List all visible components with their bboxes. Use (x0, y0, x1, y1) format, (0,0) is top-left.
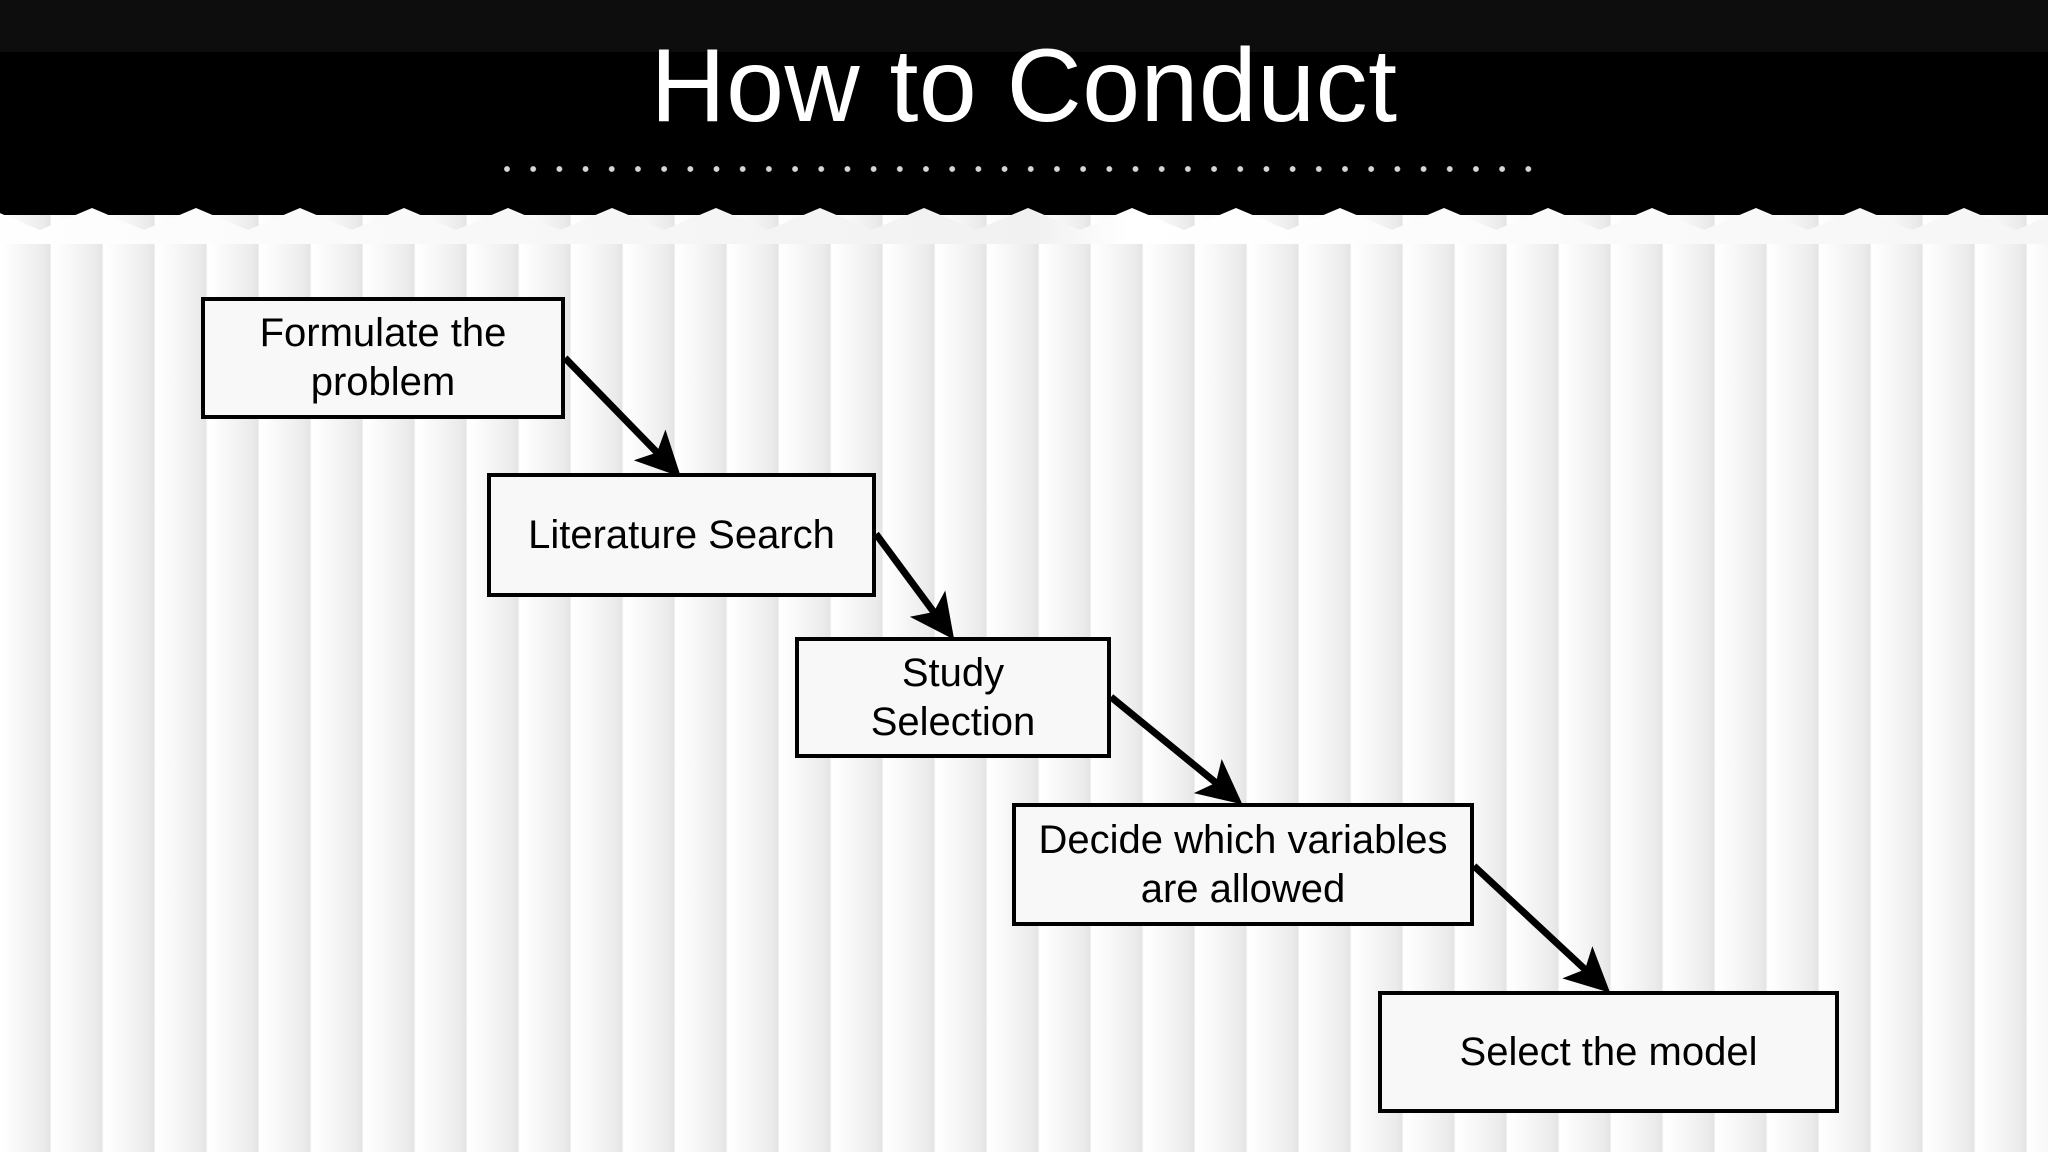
title-dotted-underline (504, 166, 1546, 176)
flow-box-select-the-model[interactable]: Select the model (1378, 991, 1839, 1113)
zigzag-divider (0, 208, 2048, 244)
title-band (0, 0, 2048, 215)
flow-box-study-selection[interactable]: Study Selection (795, 637, 1111, 758)
flow-box-formulate-the-problem[interactable]: Formulate the problem (201, 297, 565, 419)
flow-box-decide-which-variables[interactable]: Decide which variables are allowed (1012, 803, 1474, 926)
page-title: How to Conduct (650, 28, 1398, 144)
flow-box-literature-search[interactable]: Literature Search (487, 473, 876, 597)
title-band-top-strip (0, 0, 2048, 52)
